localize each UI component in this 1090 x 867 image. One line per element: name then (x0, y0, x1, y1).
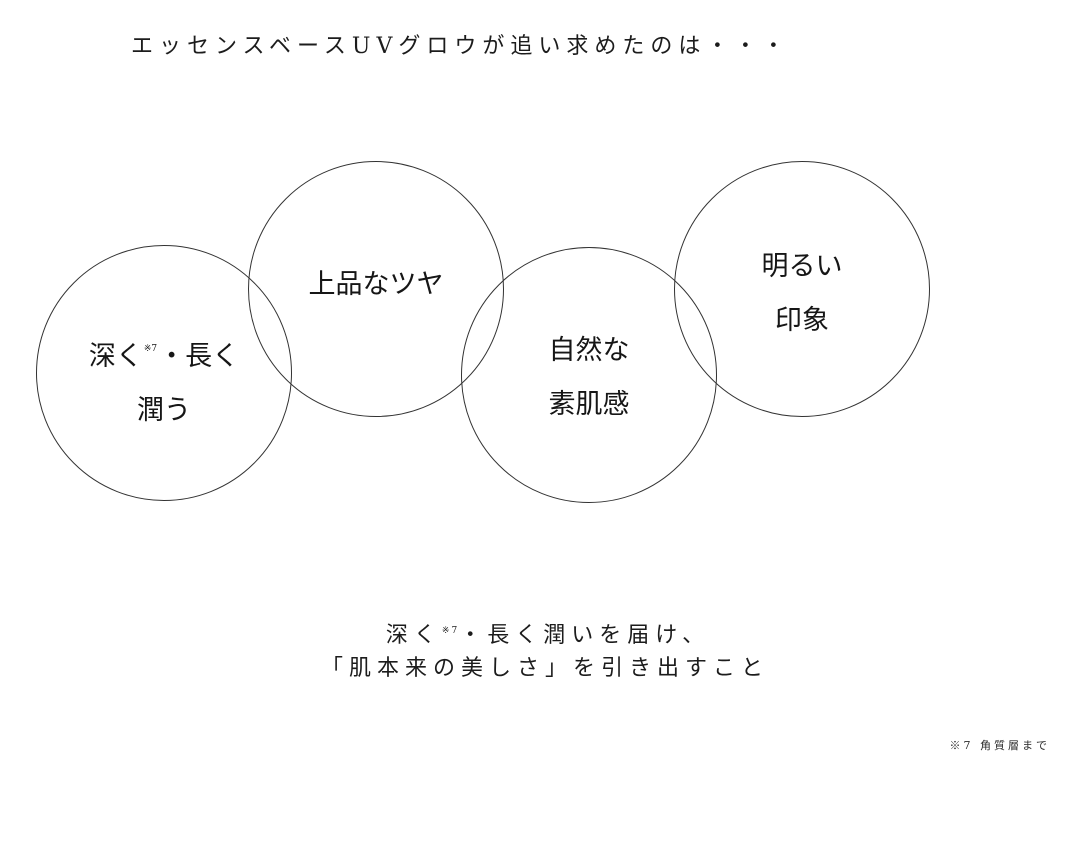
label-elegant-gloss: 上品なツヤ (309, 258, 444, 312)
label-bright-impression-line2: 印象 (775, 305, 829, 336)
label-natural-skin-line2: 素肌感 (548, 389, 630, 420)
label-elegant-gloss-line1: 上品なツヤ (308, 269, 444, 300)
label-natural-skin: 自然な 素肌感 (549, 324, 630, 432)
label-bright-impression-line1: 明るい (761, 251, 843, 282)
label-deep-moisture-line2: 潤う (137, 395, 191, 426)
page-heading: エッセンスベースUVグロウが追い求めたのは・・・ (131, 34, 791, 59)
tagline-line1: 深く※7・長く潤いを届け、 (385, 623, 711, 648)
footnote: ※7 角質層まで (949, 739, 1050, 752)
footnote-marker: ※7 (143, 344, 158, 354)
label-deep-moisture-line1: 深く※7・長く (88, 341, 240, 372)
label-bright-impression: 明るい 印象 (762, 240, 843, 348)
footnote-marker: ※7 (441, 626, 460, 636)
tagline-line2: 「肌本来の美しさ」を引き出すこと (320, 656, 769, 681)
tagline: 深く※7・長く潤いを届け、 「肌本来の美しさ」を引き出すこと (0, 615, 1090, 685)
label-natural-skin-line1: 自然な (548, 335, 630, 366)
label-deep-moisture: 深く※7・長く 潤う (89, 322, 239, 438)
circle-bright-impression (674, 161, 930, 417)
